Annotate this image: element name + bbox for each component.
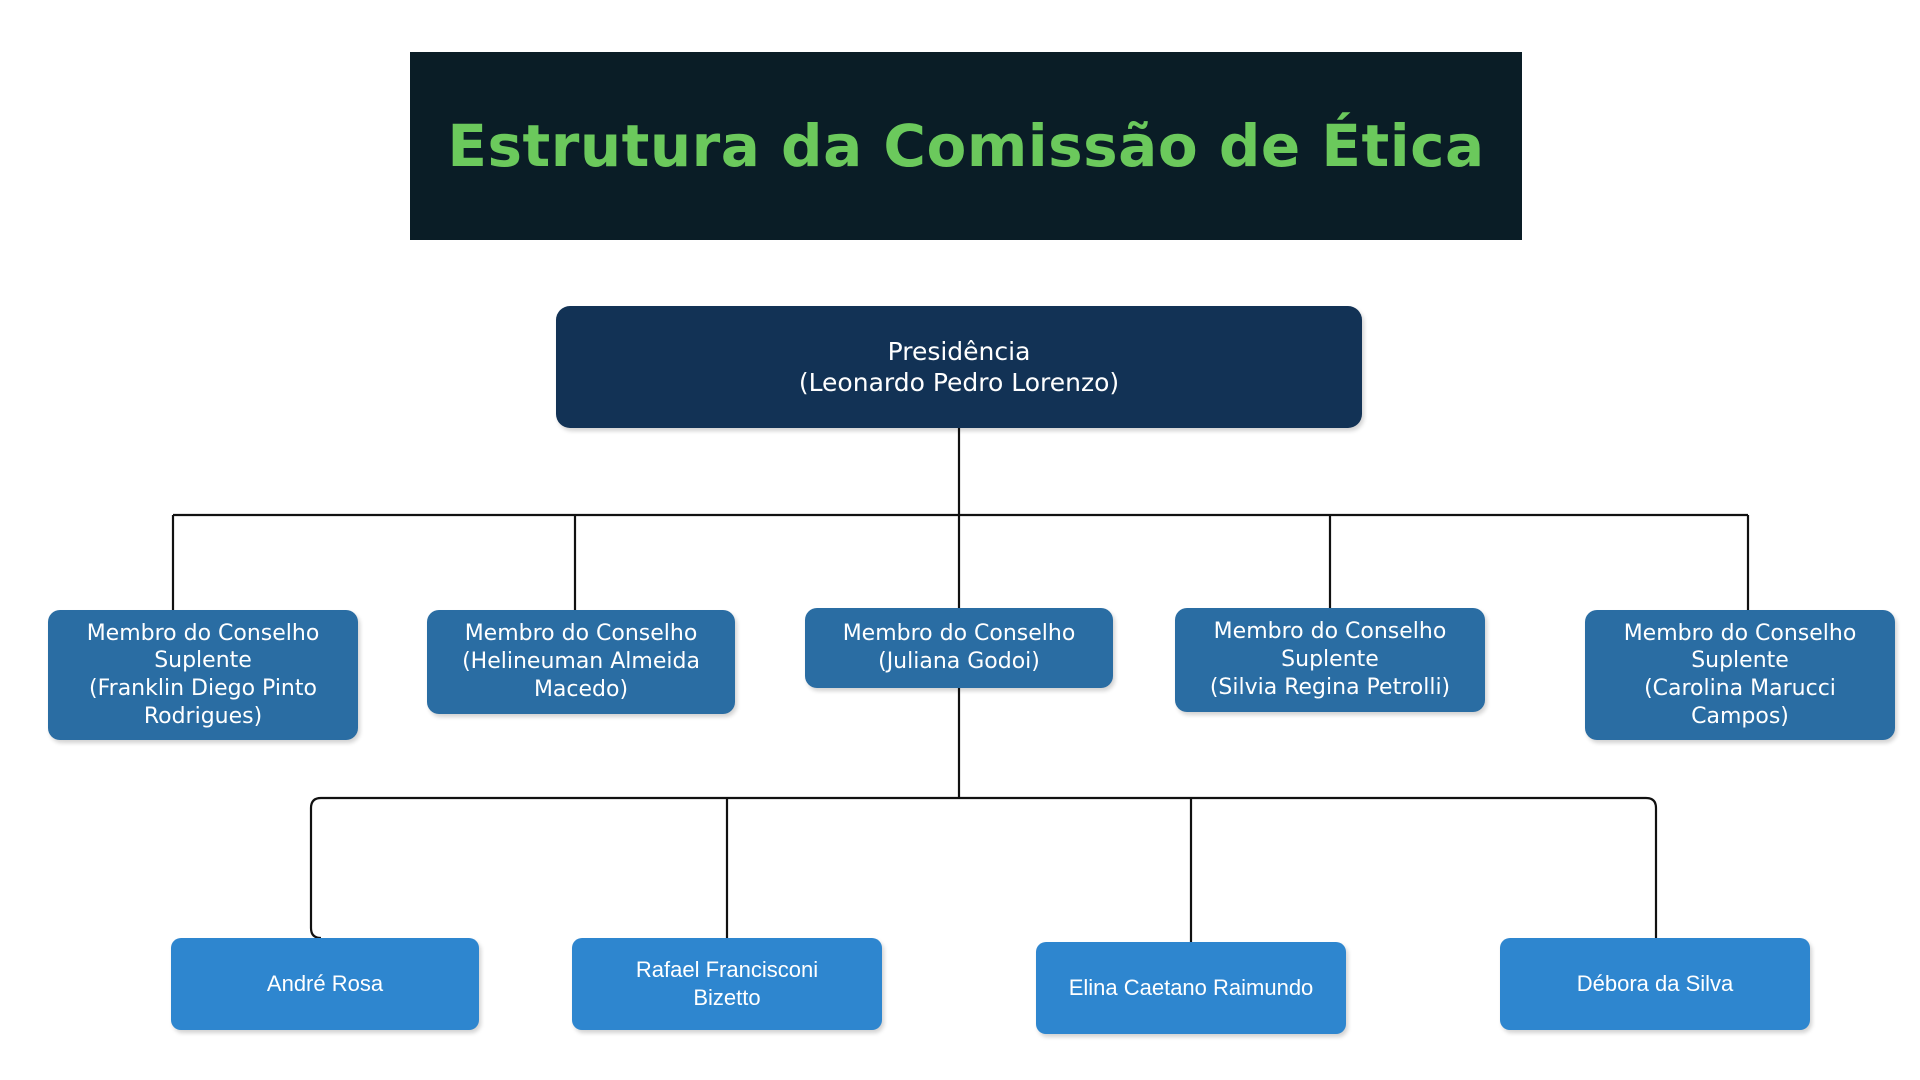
node-member4-line1: Membro do Conselho <box>1213 619 1447 645</box>
node-member1-line4: Rodrigues) <box>143 703 263 729</box>
node-presidencia[interactable]: Presidência (Leonardo Pedro Lorenzo) <box>556 306 1362 428</box>
node-leaf2-line1: Rafael Francisconi <box>635 957 819 983</box>
node-member-helineuman-almeida-macedo[interactable]: Membro do Conselho (Helineuman Almeida M… <box>427 610 735 714</box>
connector-bus-level3 <box>309 796 1658 809</box>
node-member-franklin-diego-pinto-rodrigues[interactable]: Membro do Conselho Suplente (Franklin Di… <box>48 610 358 740</box>
node-member4-line3: (Silvia Regina Petrolli) <box>1209 674 1451 700</box>
connector-drop-leaf1 <box>309 808 322 940</box>
node-leaf3-line1: Elina Caetano Raimundo <box>1068 975 1314 1001</box>
node-leaf-andre-rosa[interactable]: André Rosa <box>171 938 479 1030</box>
node-member5-line3: (Carolina Marucci <box>1644 676 1836 701</box>
node-member1-line1: Membro do Conselho <box>86 620 320 646</box>
title-banner: Estrutura da Comissão de Ética <box>410 52 1522 240</box>
node-member2-line2: (Helineuman Almeida <box>462 649 700 675</box>
node-leaf1-line1: André Rosa <box>266 971 384 997</box>
node-presidencia-person: (Leonardo Pedro Lorenzo) <box>798 368 1120 397</box>
node-member1-line3: (Franklin Diego Pinto <box>89 676 317 701</box>
node-member2-line1: Membro do Conselho <box>464 621 698 647</box>
node-member3-line2: (Juliana Godoi) <box>878 649 1040 674</box>
node-member5-line4: Campos) <box>1691 703 1789 729</box>
node-member-silvia-regina-petrolli[interactable]: Membro do Conselho Suplente (Silvia Regi… <box>1175 608 1485 712</box>
node-leaf-rafael-francisconi-bizetto[interactable]: Rafael Francisconi Bizetto <box>572 938 882 1030</box>
node-member5-line2: Suplente <box>1691 648 1789 674</box>
node-member5-line1: Membro do Conselho <box>1623 620 1857 646</box>
node-leaf4-line1: Débora da Silva <box>1576 971 1734 997</box>
node-leaf-debora-da-silva[interactable]: Débora da Silva <box>1500 938 1810 1030</box>
node-member4-line2: Suplente <box>1281 647 1379 673</box>
node-member3-line1: Membro do Conselho <box>842 621 1076 647</box>
node-presidencia-role: Presidência <box>887 336 1031 366</box>
node-member1-line2: Suplente <box>154 648 252 674</box>
node-member2-line3: Macedo) <box>533 676 629 702</box>
node-member-juliana-godoi[interactable]: Membro do Conselho (Juliana Godoi) <box>805 608 1113 688</box>
node-member-carolina-marucci-campos[interactable]: Membro do Conselho Suplente (Carolina Ma… <box>1585 610 1895 740</box>
page-title: Estrutura da Comissão de Ética <box>447 112 1485 180</box>
node-leaf-elina-caetano-raimundo[interactable]: Elina Caetano Raimundo <box>1036 942 1346 1034</box>
node-leaf2-line2: Bizetto <box>693 985 761 1010</box>
